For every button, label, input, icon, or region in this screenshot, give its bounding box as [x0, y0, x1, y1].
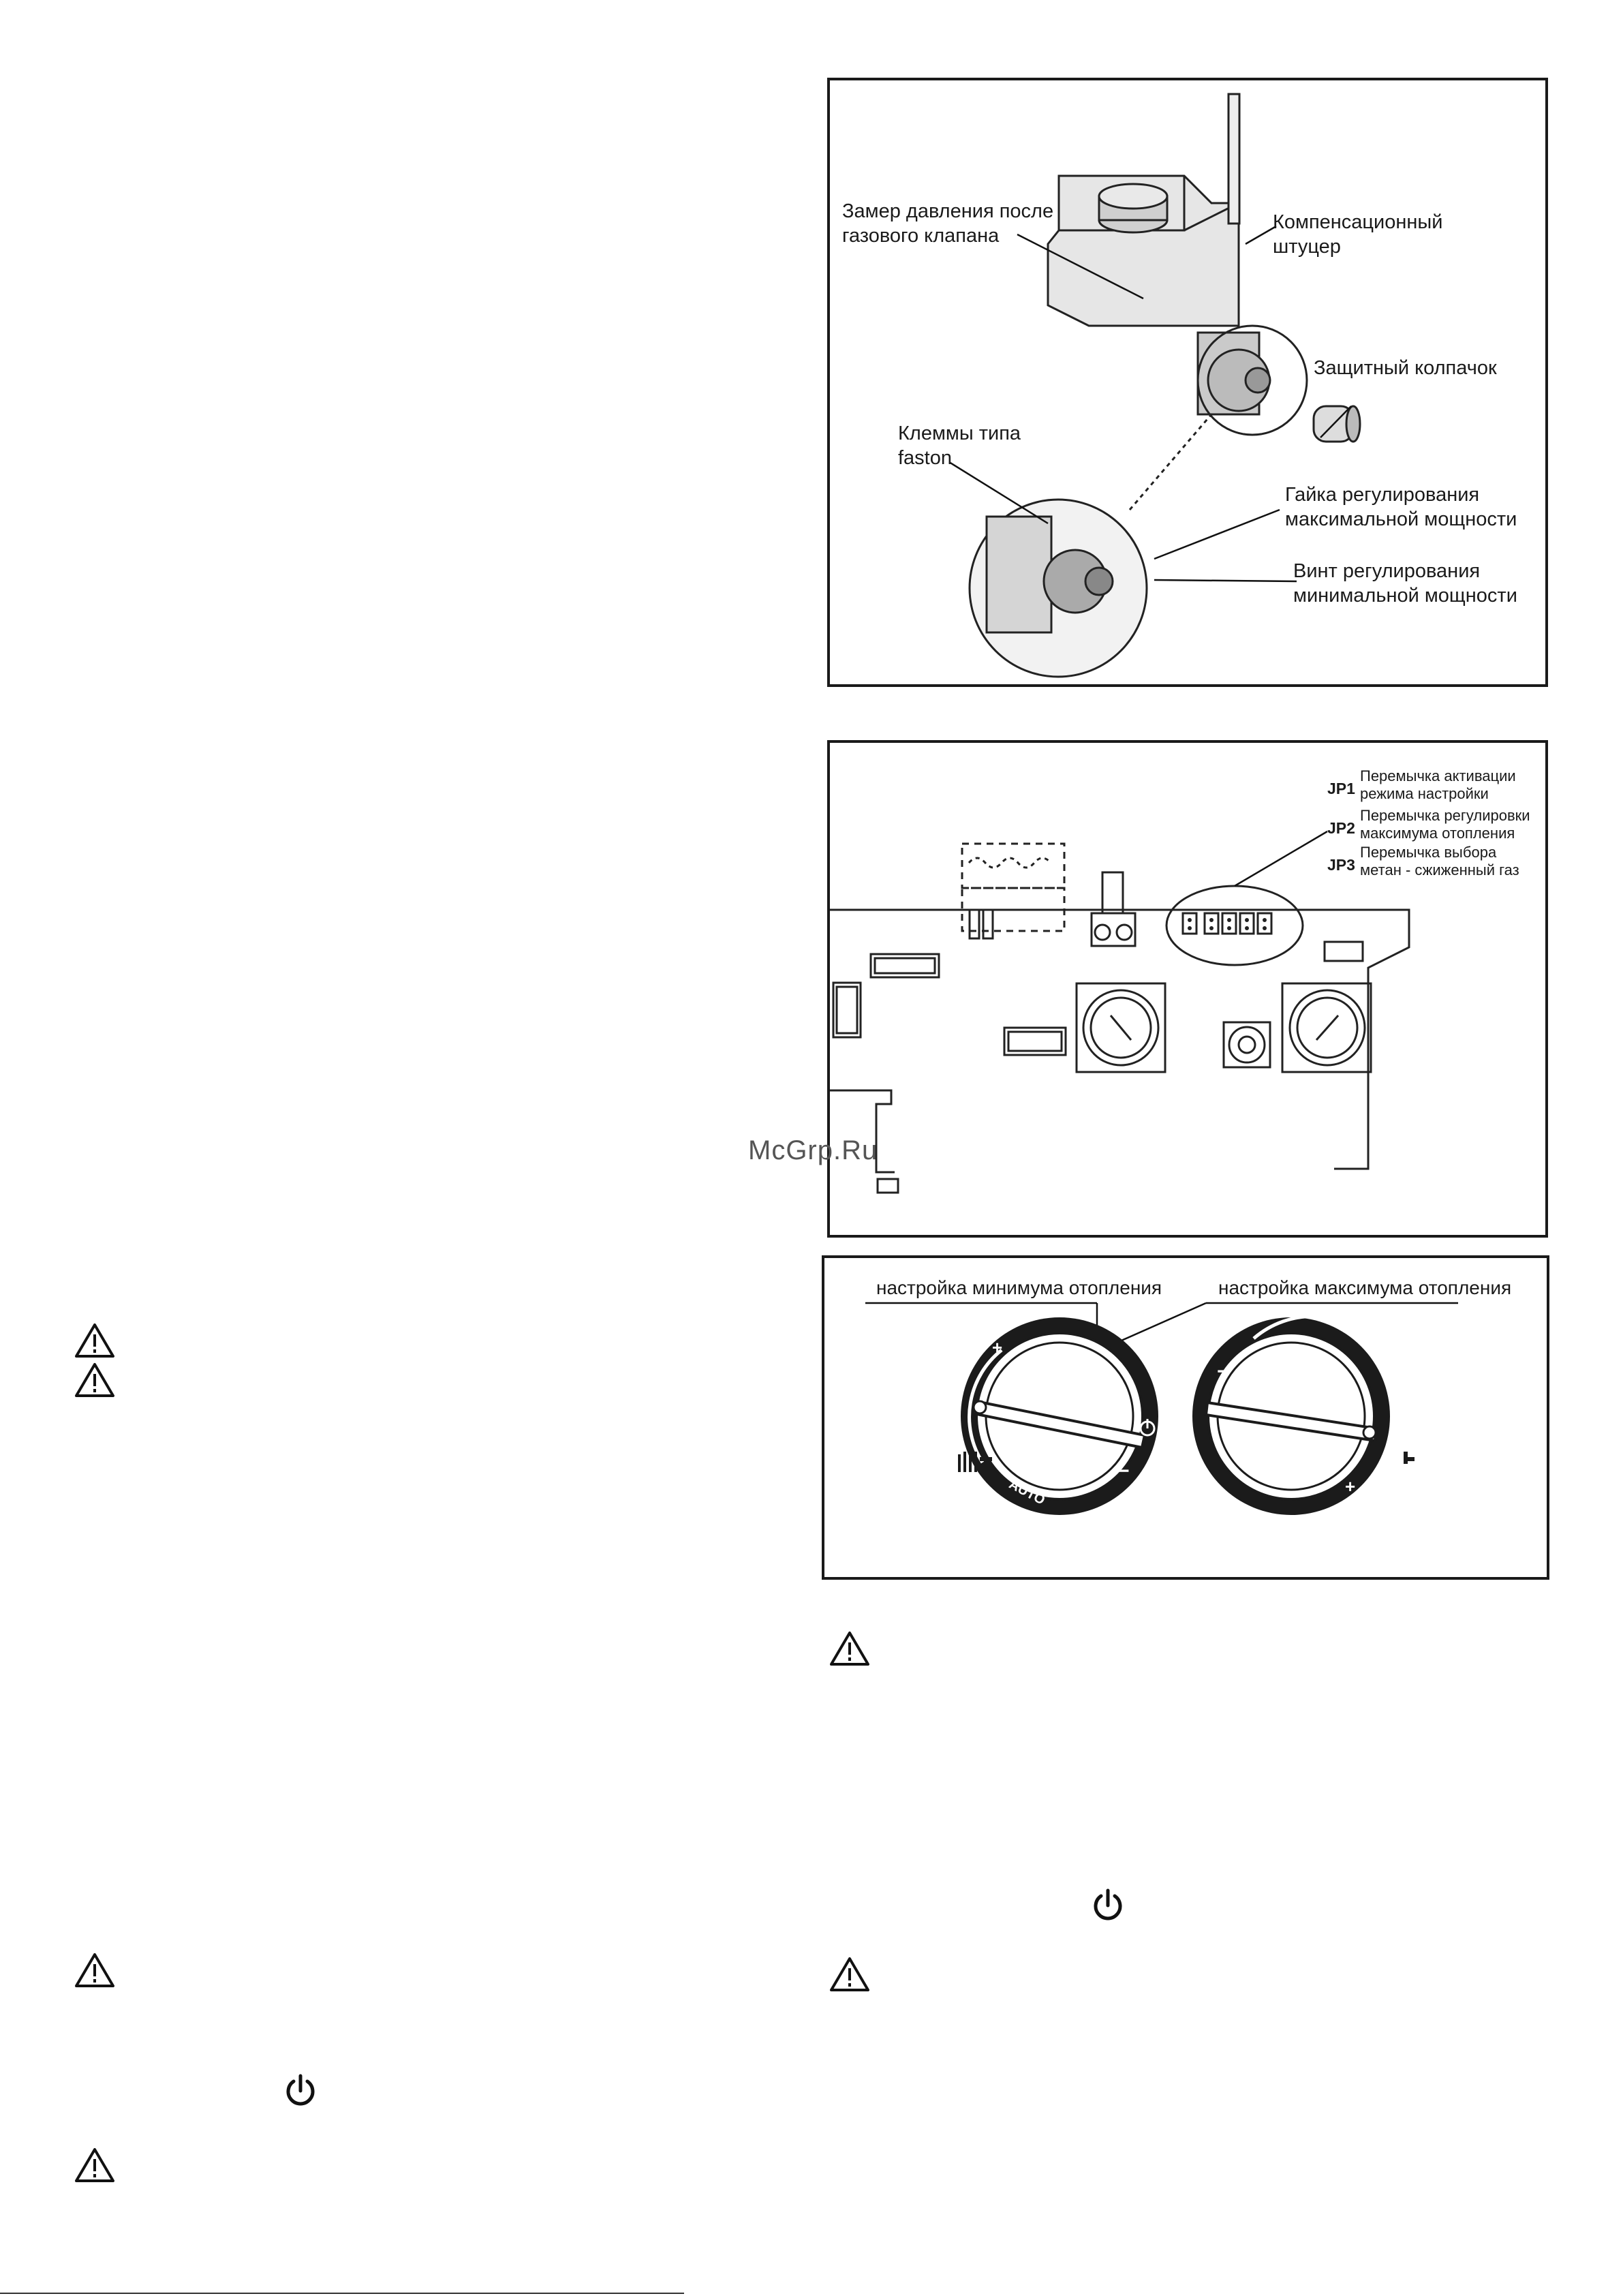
warning-triangle-icon	[830, 1632, 869, 1666]
jumper-jp1-text: Перемычка активации режима настройки	[1360, 767, 1516, 802]
warning-triangle-icon	[75, 1323, 114, 1358]
svg-text:−: −	[1117, 1460, 1130, 1482]
label-max-heating: настройка максимума отопления	[1218, 1277, 1512, 1298]
jumper-jp3-text: Перемычка выбора метан - сжиженный газ	[1360, 844, 1519, 878]
svg-text:−: −	[1217, 1360, 1229, 1383]
control-board-figure: JP1 Перемычка активации режима настройки…	[827, 740, 1548, 1238]
svg-text:+: +	[1345, 1476, 1355, 1497]
label-protective-cap: Защитный колпачок	[1314, 357, 1497, 379]
gas-valve-figure: Замер давления после газового клапана Ко…	[827, 78, 1548, 687]
jumper-jp1-code: JP1	[1327, 780, 1355, 797]
watermark: McGrp.Ru	[748, 1135, 878, 1165]
label-compensation-fitting: Компенсационный штуцер	[1273, 211, 1443, 258]
power-icon	[1094, 1888, 1122, 1920]
power-icon	[286, 2074, 315, 2106]
jumper-jp3-code: JP3	[1327, 856, 1355, 874]
footer-rule	[0, 2293, 684, 2294]
gas-valve-drawing	[948, 93, 1361, 678]
heating-knobs-figure: + − AUTO − + настройк	[822, 1255, 1549, 1580]
warning-triangle-icon	[75, 2148, 114, 2182]
warning-triangle-icon	[830, 1957, 869, 1991]
knob-min-heating: + − AUTO	[961, 1317, 1158, 1515]
radiator-tap-icon	[958, 1452, 992, 1472]
knob-max-heating: − +	[1192, 1314, 1406, 1515]
warning-triangle-icon	[75, 1953, 114, 1987]
label-min-power-screw: Винт регулирования минимальной мощности	[1293, 560, 1517, 607]
warning-triangle-icon	[75, 1363, 114, 1397]
label-max-power-nut: Гайка регулирования максимальной мощност…	[1285, 484, 1517, 530]
jumper-jp2-code: JP2	[1327, 819, 1355, 837]
heating-knobs-drawing: + − AUTO − +	[865, 1302, 1458, 1515]
svg-text:+: +	[992, 1337, 1002, 1358]
jumper-jp2-text: Перемычка регулировки максимума отоплени…	[1360, 807, 1530, 842]
label-pressure-after-valve: Замер давления после газового клапана	[842, 200, 1054, 247]
tap-icon	[1404, 1452, 1415, 1464]
control-board-drawing	[830, 830, 1410, 1194]
label-min-heating: настройка минимума отопления	[876, 1277, 1162, 1298]
label-faston-terminals: Клеммы типа faston	[898, 423, 1021, 469]
